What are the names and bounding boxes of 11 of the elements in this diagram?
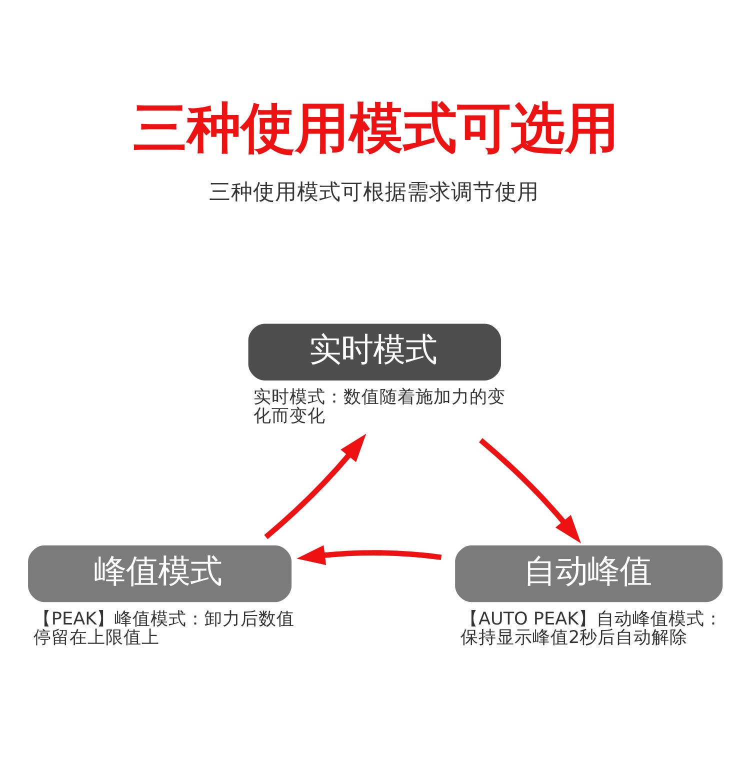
node-box: 峰值模式: [28, 544, 292, 602]
diagram-title: 三种使用模式可选用: [133, 96, 620, 160]
arrow: [478, 438, 581, 543]
node-label: 实时模式：数值随着施加力的变化而变化: [254, 387, 506, 426]
node-label: 【AUTO PEAK】自动峰值模式：保持显示峰值2秒后自动解除: [460, 608, 723, 648]
arrow: [264, 433, 366, 539]
node-label: 【PEAK】峰值模式：卸力后数值停留在上限值上: [33, 608, 295, 648]
arrow: [296, 544, 442, 565]
node-box: 实时模式: [248, 323, 502, 380]
node-box: 自动峰值: [455, 544, 723, 602]
label: 三种使用模式可根据需求调节使用: [208, 180, 539, 205]
